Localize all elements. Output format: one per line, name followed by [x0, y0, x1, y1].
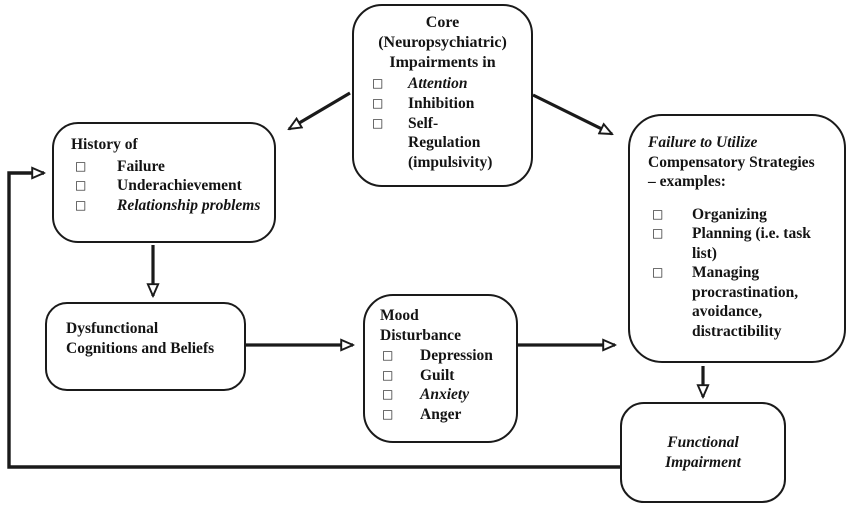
core-title-line: Core [425, 14, 460, 31]
list-item: □ Inhibition [366, 94, 523, 114]
list-item: □ Organizing [648, 205, 832, 225]
list-item-label: Depression [420, 347, 493, 365]
list-item-label: Failure [117, 157, 165, 175]
list-item: □ Underachievement [71, 176, 266, 196]
box-history: History of □ Failure □ Underachievement … [52, 122, 276, 243]
box-dysfunctional-cognitions: Dysfunctional Cognitions and Beliefs [45, 302, 246, 391]
core-box-title: Core (Neuropsychiatric) Impairments in [366, 13, 519, 73]
list-item: □ Attention [366, 74, 523, 94]
list-item: □ Anger [380, 405, 510, 425]
list-item: □ Planning (i.e. task list) [648, 224, 832, 263]
arrow-core-to-history [289, 91, 351, 131]
box-failure-to-utilize: Failure to Utilize Compensatory Strategi… [628, 114, 846, 363]
checkbox-bullet-icon: □ [652, 206, 664, 221]
list-item-label: Anxiety [420, 386, 470, 404]
list-item-label: Attention [408, 75, 468, 93]
checkbox-bullet-icon: □ [75, 178, 87, 193]
core-title-line: Impairments in [389, 54, 496, 72]
list-item-label: Planning (i.e. task list) [692, 225, 811, 262]
list-item-label: Anger [420, 405, 462, 423]
list-item-label: Relationship problems [117, 196, 261, 214]
list-item: □ Self-Regulation (impulsivity) [366, 114, 523, 173]
list-item: □ Guilt [380, 366, 510, 386]
failure-title-italic-part: Failure to Utilize [648, 134, 758, 151]
failure-box-title: Failure to Utilize Compensatory Strategi… [648, 133, 820, 192]
list-item: □ Managing procrastination, avoidance, d… [648, 263, 832, 341]
list-item: □ Depression [380, 346, 510, 366]
checkbox-bullet-icon: □ [372, 76, 384, 91]
list-item: □ Relationship problems [71, 196, 266, 216]
list-item-label: Managing procrastination, avoidance, dis… [692, 264, 799, 340]
list-item-label: Underachievement [117, 177, 242, 195]
mood-box-title: Mood Disturbance [380, 307, 461, 344]
list-item-label: Inhibition [408, 94, 475, 112]
functional-box-title: Functional Impairment [665, 433, 741, 471]
checkbox-bullet-icon: □ [372, 115, 384, 130]
dysfunctional-box-title: Dysfunctional Cognitions and Beliefs [66, 320, 215, 357]
history-box-title: History of [71, 136, 138, 153]
list-item: □ Anxiety [380, 385, 510, 405]
checkbox-bullet-icon: □ [382, 387, 394, 402]
list-item: □ Failure [71, 157, 266, 177]
core-title-line: (Neuropsychiatric) [378, 34, 507, 52]
arrow-functional-feedback-to-history [7, 173, 620, 469]
checkbox-bullet-icon: □ [382, 367, 394, 382]
arrow-core-to-failure [532, 93, 612, 136]
failure-title-rest: Compensatory Strategies – examples: [648, 153, 815, 191]
list-item-label: Guilt [420, 366, 455, 384]
checkbox-bullet-icon: □ [652, 265, 664, 280]
box-functional-impairment: Functional Impairment [620, 402, 786, 503]
checkbox-bullet-icon: □ [75, 158, 87, 173]
checkbox-bullet-icon: □ [382, 348, 394, 363]
checkbox-bullet-icon: □ [382, 406, 394, 421]
checkbox-bullet-icon: □ [75, 197, 87, 212]
checkbox-bullet-icon: □ [652, 226, 664, 241]
checkbox-bullet-icon: □ [372, 95, 384, 110]
box-core-impairments: Core (Neuropsychiatric) Impairments in □… [352, 4, 533, 187]
list-item-label: Self-Regulation (impulsivity) [408, 114, 493, 171]
box-mood-disturbance: Mood Disturbance □ Depression □ Guilt □ … [363, 294, 518, 443]
list-item-label: Organizing [692, 205, 767, 223]
